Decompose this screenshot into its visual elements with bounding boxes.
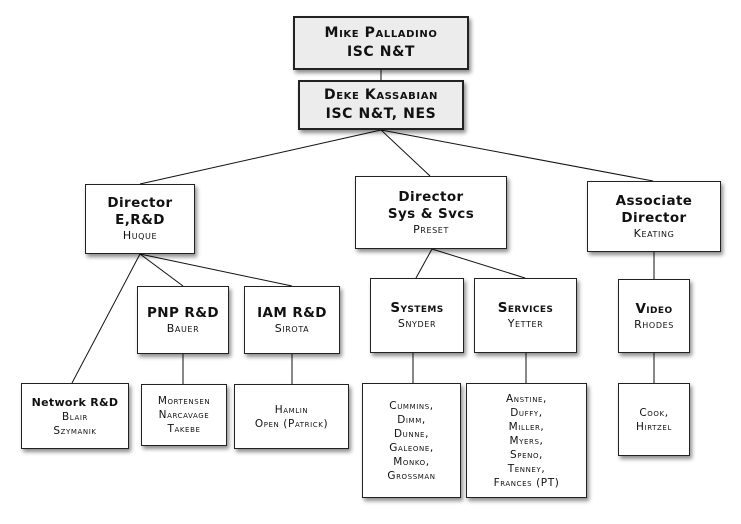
member: Duffy, <box>510 406 543 419</box>
box-director-sys-svcs: Director Sys & Svcs Preset <box>355 176 507 249</box>
member: Blair <box>62 410 88 423</box>
second-unit: ISC N&T, NES <box>325 106 437 122</box>
member: Cook, <box>639 406 669 419</box>
box-director-erd: Director E,R&D Huque <box>85 184 195 254</box>
box-video-team: Cook, Hirtzel <box>618 383 690 456</box>
box-iam-rd: IAM R&D Sirota <box>244 286 340 354</box>
assoc-name: Keating <box>633 226 675 240</box>
second-name: Deke Kassabian <box>323 87 439 103</box>
member: Open (Patrick) <box>254 417 329 430</box>
assoc-title2: Director <box>621 209 687 226</box>
video-name: Rhodes <box>634 317 674 331</box>
top-name: Mike Palladino <box>324 25 438 41</box>
connector <box>380 129 431 177</box>
member: Miller, <box>508 420 545 433</box>
director-erd-title2: E,R&D <box>115 212 165 228</box>
member: Dimm, <box>397 413 426 426</box>
box-mike-palladino: Mike Palladino ISC N&T <box>293 16 469 70</box>
pnp-name: Bauer <box>166 321 200 335</box>
box-pnp-rd: PNP R&D Bauer <box>137 286 229 354</box>
services-name: Yetter <box>507 317 544 330</box>
box-services: Services Yetter <box>474 278 577 353</box>
member: Grossman <box>387 469 436 482</box>
member: Tenney, <box>507 462 546 475</box>
director-erd-name: Huque <box>122 229 158 242</box>
member: Monko, <box>393 455 430 468</box>
box-associate-director: Associate Director Keating <box>587 181 721 252</box>
member: Galeone, <box>389 441 434 454</box>
director-sys-title1: Director <box>398 188 464 205</box>
connector <box>139 129 382 185</box>
member: Hirtzel <box>636 420 672 433</box>
services-title: Services <box>497 300 554 316</box>
member: Dunne, <box>393 427 430 440</box>
director-sys-title2: Sys & Svcs <box>387 205 475 222</box>
box-systems: Systems Snyder <box>370 278 464 353</box>
member: Hamlin <box>274 403 309 416</box>
director-erd-title1: Director <box>107 195 173 211</box>
member: Narcavage <box>158 409 210 421</box>
member: Anstine, <box>506 392 547 405</box>
box-video: Video Rhodes <box>618 279 690 353</box>
iam-name: Sirota <box>274 321 310 335</box>
connector <box>431 248 526 279</box>
box-network-rd: Network R&D Blair Szymanik <box>21 383 129 449</box>
network-title: Network R&D <box>31 395 119 409</box>
connector <box>139 253 184 287</box>
connector <box>380 129 654 182</box>
pnp-title: PNP R&D <box>147 304 219 321</box>
member: Mortensen <box>157 395 211 407</box>
member: Speno, <box>510 448 543 461</box>
box-iam-team: Hamlin Open (Patrick) <box>234 384 349 449</box>
member: Cummins, <box>389 399 434 412</box>
box-systems-team: Cummins, Dimm, Dunne, Galeone, Monko, Gr… <box>362 383 461 498</box>
connector <box>415 248 433 279</box>
assoc-title1: Associate <box>615 192 693 209</box>
top-unit: ISC N&T <box>346 44 416 60</box>
box-services-team: Anstine, Duffy, Miller, Myers, Speno, Te… <box>466 383 587 498</box>
video-title: Video <box>635 300 673 317</box>
box-pnp-team: Mortensen Narcavage Takebe <box>141 384 227 446</box>
connector <box>71 253 141 384</box>
director-sys-name: Preset <box>413 222 449 236</box>
connector <box>139 253 293 287</box>
member: Frances (PT) <box>493 476 560 489</box>
systems-name: Snyder <box>397 317 437 330</box>
member: Takebe <box>167 423 201 435</box>
member: Myers, <box>509 434 544 447</box>
systems-title: Systems <box>390 300 444 316</box>
member: Szymanik <box>53 424 97 437</box>
box-deke-kassabian: Deke Kassabian ISC N&T, NES <box>298 80 464 130</box>
iam-title: IAM R&D <box>257 304 327 321</box>
